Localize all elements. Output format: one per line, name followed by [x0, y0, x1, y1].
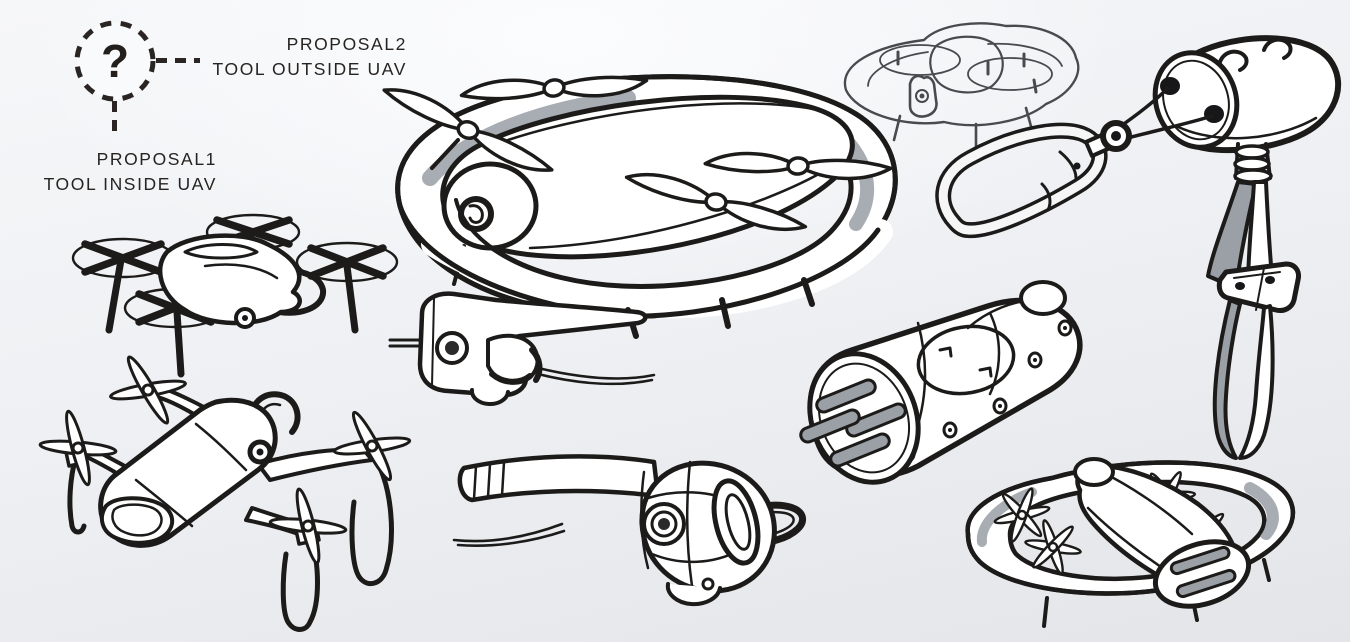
question-mark-icon: ?: [101, 35, 129, 87]
dashed-circle-icon: [74, 20, 156, 102]
rough-quadcopter-thumbnail-sketch: [828, 12, 1090, 154]
caged-quadcopter-tool-inside-sketch: [952, 438, 1304, 642]
proposal1-subtitle: TOOL INSIDE UAV: [43, 174, 217, 194]
proposal2-title: PROPOSAL2: [286, 34, 407, 54]
caged-quadcopter-uav-sketch: [373, 48, 912, 339]
x-frame-quadcopter-sketch: [55, 200, 400, 378]
handle-pod-quadcopter-sketch: [20, 344, 445, 642]
proposal1-title: PROPOSAL1: [96, 149, 217, 169]
proposal2-label: PROPOSAL2 TOOL OUTSIDE UAV: [167, 32, 407, 82]
barrel-tool-with-ring-sketch: [442, 428, 810, 642]
dashed-connector-right: [156, 58, 200, 63]
proposal1-label: PROPOSAL1 TOOL INSIDE UAV: [0, 147, 217, 197]
proposal2-subtitle: TOOL OUTSIDE UAV: [212, 59, 407, 79]
capsule-tool-pod-sketch: [768, 268, 1106, 504]
carabiner-tool-pod-lanyard-sketch: [918, 26, 1350, 471]
dashed-connector-down: [112, 101, 117, 133]
strap-slider: [1216, 261, 1301, 313]
handheld-clamp-tool-sketch: [388, 278, 676, 410]
question-callout: ?: [70, 16, 160, 106]
